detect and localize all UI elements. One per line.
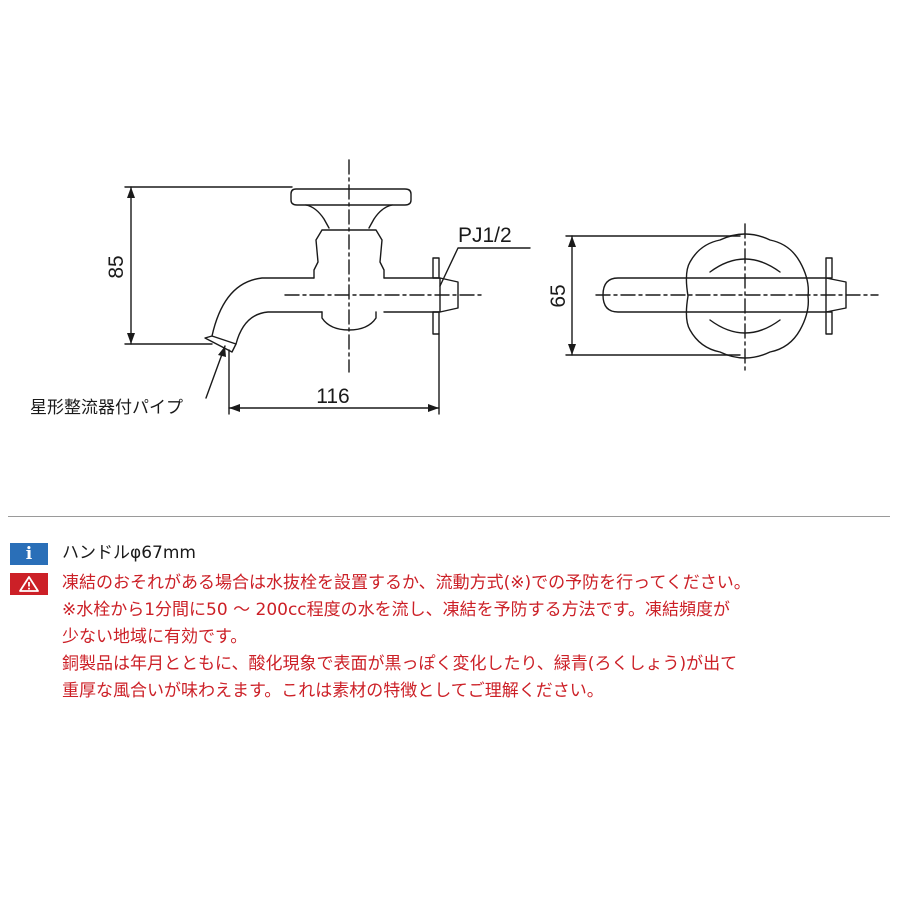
warning-line: ※水栓から1分間に50 ～ 200cc程度の水を流し、凍結を予防する方法です。凍… — [62, 600, 730, 620]
warning-triangle-icon — [10, 573, 48, 595]
info-note: i ハンドルφ67mm — [10, 540, 196, 567]
section-divider — [8, 516, 890, 517]
spout-plan — [602, 277, 827, 313]
handle-top — [290, 188, 412, 206]
faucet-dimension-drawing: 85 116 65 PJ1/2 星形整流器付パイプ — [30, 159, 879, 418]
dim65-arrow-bottom — [568, 344, 576, 355]
top-view — [565, 223, 879, 373]
valve-lower-body — [321, 311, 377, 331]
warning-text: 凍結のおそれがある場合は水抜栓を設置するか、流動方式(※)での予防を行ってくださ… — [62, 570, 751, 705]
dim-length-label: 116 — [316, 385, 349, 408]
handle-inner-lower — [709, 319, 781, 334]
warning-line: 少ない地域に有効です。 — [62, 627, 248, 647]
dim-height-label: 85 — [105, 255, 128, 278]
dim85-arrow-top — [127, 187, 135, 198]
info-text: ハンドルφ67mm — [62, 543, 196, 563]
dim-width-label: 65 — [547, 284, 570, 307]
warning-line: 銅製品は年月とともに、酸化現象で表面が黒っぽく変化したり、緑青(ろくしょう)が出… — [62, 654, 738, 674]
thread-spec-label: PJ1/2 — [458, 224, 512, 247]
plan-pin-upper — [825, 257, 833, 279]
warning-line: 凍結のおそれがある場合は水抜栓を設置するか、流動方式(※)での予防を行ってくださ… — [62, 573, 751, 593]
dim116-arrow-left — [229, 404, 240, 412]
valve-body — [313, 229, 385, 279]
handle-wheel — [685, 233, 810, 359]
dim65-arrow-top — [568, 236, 576, 247]
thread-collar — [383, 277, 459, 313]
spout-type-label: 星形整流器付パイプ — [30, 398, 183, 418]
handle-stem — [305, 204, 393, 229]
warning-line: 重厚な風合いが味わえます。これは素材の特徴としてご理解ください。 — [62, 681, 604, 701]
fitting-pin — [432, 257, 440, 279]
dim116-arrow-right — [428, 404, 439, 412]
handle-inner-upper — [709, 258, 781, 273]
info-icon: i — [10, 542, 48, 565]
dim85-arrow-bottom — [127, 333, 135, 344]
plan-pin-lower — [825, 311, 833, 335]
spout-leader-arrow — [218, 346, 226, 357]
side-view — [124, 159, 531, 415]
fitting-pin-lower — [432, 311, 440, 335]
thread-leader — [439, 247, 531, 287]
spout-tip — [204, 335, 237, 353]
thread-plan — [825, 277, 847, 313]
spout-pipe — [211, 277, 323, 345]
